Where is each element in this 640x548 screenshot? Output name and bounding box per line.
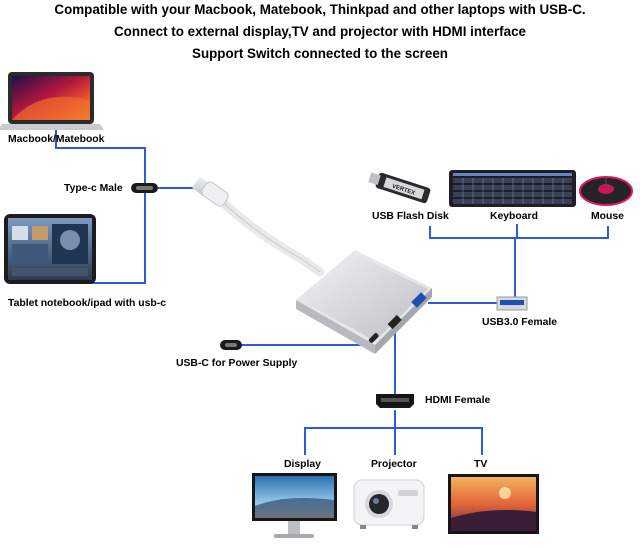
label-mouse: Mouse — [591, 211, 624, 222]
label-usb-flash-disk: USB Flash Disk — [372, 211, 449, 222]
usb-flash-disk-image: VERTEX — [368, 172, 431, 204]
usb-c-port — [368, 333, 379, 343]
label-tv: TV — [474, 459, 488, 470]
mouse-image — [579, 176, 633, 206]
usb3-female-port-icon — [496, 296, 528, 311]
projector-image — [353, 479, 425, 529]
usb-c-plug-image — [192, 177, 325, 277]
label-projector: Projector — [371, 459, 417, 470]
macbook-laptop-image — [0, 72, 104, 130]
hdmi-port — [387, 314, 402, 330]
label-usb-c-power: USB-C for Power Supply — [176, 358, 298, 369]
label-type-c-male: Type-c Male — [64, 183, 123, 194]
label-hdmi-female: HDMI Female — [425, 395, 491, 406]
usb-c-power-port-icon — [220, 340, 242, 350]
label-usb3-female: USB3.0 Female — [482, 317, 558, 328]
line-peripherals — [429, 226, 609, 239]
display-monitor-image — [252, 473, 337, 538]
usb-a-port — [411, 292, 427, 308]
usb-c-hub-adapter-image — [296, 250, 432, 354]
label-keyboard: Keyboard — [490, 211, 538, 222]
keyboard-image — [449, 170, 576, 207]
header-line-2: Connect to external display,TV and proje… — [114, 24, 526, 39]
line-macbook — [55, 130, 146, 188]
header-line-1: Compatible with your Macbook, Matebook, … — [54, 2, 586, 17]
hdmi-female-port-icon — [376, 394, 414, 408]
connector-lines — [55, 130, 609, 455]
label-display: Display — [284, 459, 321, 470]
label-tablet: Tablet notebook/ipad with usb-c — [8, 298, 166, 309]
tablet-image — [4, 214, 96, 284]
line-outputs — [304, 427, 483, 455]
typec-male-connector-icon — [131, 183, 158, 193]
tv-image — [448, 474, 539, 534]
header-line-3: Support Switch connected to the screen — [192, 46, 448, 61]
label-macbook: Macbook/Matebook — [8, 134, 105, 145]
